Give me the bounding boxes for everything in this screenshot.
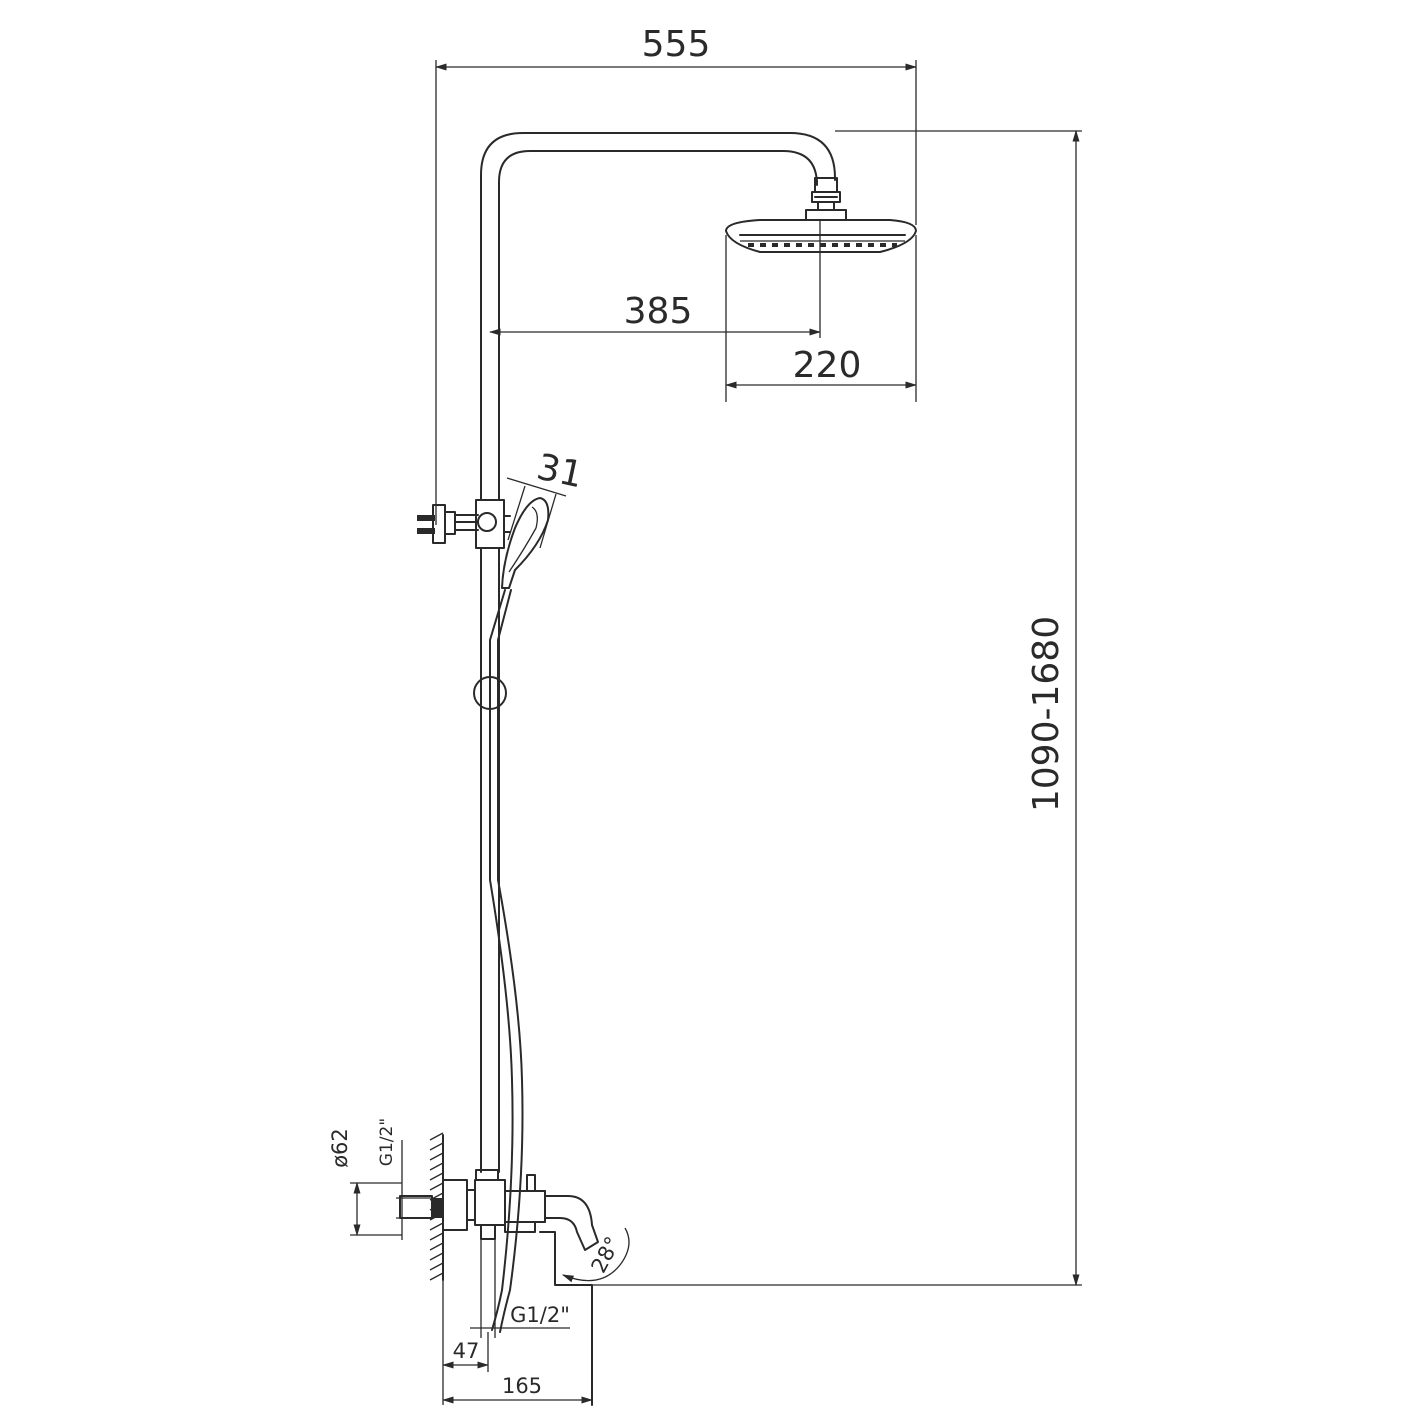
thermostatic-mixer (399, 1169, 599, 1406)
dimension-overall-width: 555 (434, 24, 918, 525)
hand-shower (489, 497, 550, 1333)
shower-arm-connector (805, 177, 847, 221)
slider-stopper (473, 676, 507, 710)
wall-bracket (417, 499, 511, 549)
dimension-wall-offset: 47 (441, 1280, 490, 1405)
dim-label-47: 47 (453, 1339, 480, 1363)
dimension-handshower: 31 (506, 447, 586, 549)
dim-label-555: 555 (642, 24, 711, 65)
dimension-height: 1090-1680 (592, 129, 1082, 1287)
dim-label-height: 1090-1680 (1026, 616, 1067, 812)
dim-label-outlet: G1/2" (510, 1303, 570, 1327)
dimension-inlet-thread: G1/2" (377, 1118, 432, 1240)
dimension-outlet-thread: G1/2" (470, 1239, 570, 1338)
dim-label-flange: ø62 (328, 1128, 352, 1168)
dim-label-220: 220 (793, 345, 862, 386)
dim-label-angle: 28° (586, 1233, 625, 1277)
dimension-arm-reach: 385 (488, 220, 822, 338)
dim-label-165: 165 (502, 1374, 542, 1398)
riser-pipe (480, 132, 836, 1173)
dim-label-385: 385 (624, 291, 693, 332)
dimension-mixer-depth: 165 (441, 1374, 594, 1404)
dimension-head-diameter: 220 (724, 235, 918, 402)
dimension-flange-diameter: ø62 (328, 1128, 402, 1237)
dim-label-31: 31 (533, 447, 586, 497)
rain-shower-head (725, 219, 917, 253)
dim-label-inlet: G1/2" (377, 1118, 397, 1166)
